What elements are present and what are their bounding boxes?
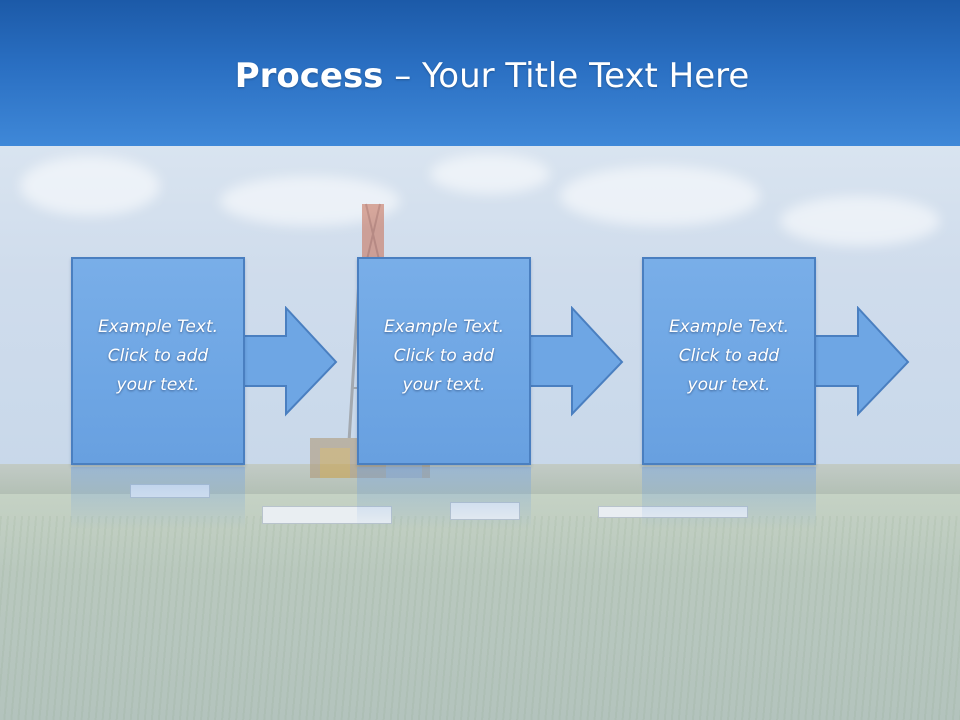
title-bar: [0, 0, 960, 146]
step-text[interactable]: Example Text. Click to add your text.: [383, 317, 505, 395]
site-building: [598, 506, 748, 518]
arrow-right-icon: [811, 306, 910, 417]
step-reflection: [71, 467, 245, 529]
step-reflection: [642, 467, 816, 529]
site-building: [130, 484, 210, 498]
step-reflection: [357, 467, 531, 529]
step-text[interactable]: Example Text. Click to add your text.: [668, 317, 790, 395]
arrow-right-icon: [239, 306, 338, 417]
slide-title[interactable]: Process – Your Title Text Here: [0, 54, 960, 98]
grass-field: [0, 494, 960, 720]
site-building: [262, 506, 392, 524]
process-step-1[interactable]: Example Text. Click to add your text.: [71, 257, 245, 465]
process-step-2[interactable]: Example Text. Click to add your text.: [357, 257, 531, 465]
arrow-right-icon: [525, 306, 624, 417]
background-photo: [0, 146, 960, 720]
title-text: – Your Title Text Here: [383, 56, 750, 96]
title-bold: Process: [234, 56, 384, 96]
site-building: [450, 502, 520, 520]
process-step-3[interactable]: Example Text. Click to add your text.: [642, 257, 816, 465]
grass-texture: [0, 516, 960, 720]
step-text[interactable]: Example Text. Click to add your text.: [97, 317, 219, 395]
